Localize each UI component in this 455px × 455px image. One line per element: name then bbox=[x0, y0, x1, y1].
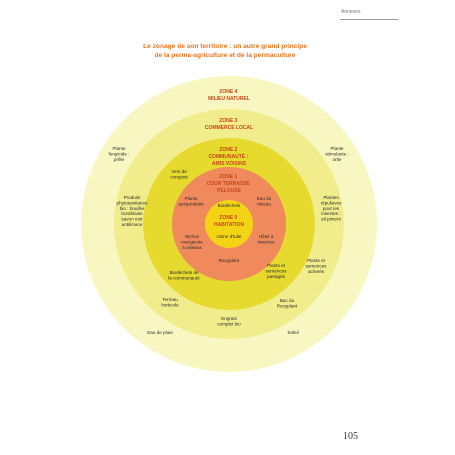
label-line: la communauté bbox=[168, 275, 200, 280]
label-line: complet bio bbox=[217, 321, 241, 326]
label-line: Biodéchets de bbox=[169, 270, 199, 275]
label-line: bordelaise bbox=[121, 211, 143, 216]
label-line: Plante bbox=[330, 146, 343, 151]
zone-0-label: ZONE 0 HABITATION bbox=[214, 215, 244, 228]
label-line: Engrais bbox=[221, 316, 237, 321]
label-line: stimulante : bbox=[325, 151, 349, 156]
zone-1-label: ZONE 1 COUR TERRASSE PELOUSE bbox=[207, 174, 252, 194]
label-soleil: Soleil bbox=[287, 330, 298, 335]
label-line: insectes : bbox=[321, 211, 340, 216]
label-line: pour les bbox=[323, 206, 340, 211]
label-line: fongicide : bbox=[109, 151, 130, 156]
zone-3-label: ZONE 3 COMMERCE LOCAL bbox=[205, 118, 253, 131]
label-line: Nichoir bbox=[185, 234, 200, 239]
label-line: autoproduits bbox=[178, 201, 204, 206]
label-line: Recyplant bbox=[277, 303, 298, 308]
label-line: Biodéchets bbox=[218, 203, 241, 208]
label-line: Soleil bbox=[287, 330, 298, 335]
label-line: Eau du bbox=[257, 196, 272, 201]
label-line: ortie bbox=[333, 157, 342, 162]
label-line: prêle bbox=[114, 157, 125, 162]
label-line: partagés bbox=[267, 274, 286, 279]
page-number: 105 bbox=[343, 431, 358, 442]
label-usine-dtuile: Usine d'tuile bbox=[217, 234, 242, 239]
zone-0-circle bbox=[205, 200, 253, 248]
zone-4-label: ZONE 4 MILIEU NATUREL bbox=[208, 89, 250, 102]
label-line: Plantes bbox=[323, 195, 339, 200]
label-line: Hôtel à bbox=[259, 234, 274, 239]
label-line: Eau de pluie bbox=[147, 330, 173, 335]
label-line: phytosanitaires bbox=[117, 200, 149, 205]
label-line: à oiseaux bbox=[182, 245, 202, 250]
label-line: ail piment bbox=[321, 217, 341, 222]
header-rule bbox=[340, 19, 398, 20]
label-line: Bac du bbox=[280, 298, 295, 303]
label-line: Terreau bbox=[162, 297, 178, 302]
label-line: semences bbox=[306, 263, 328, 268]
label-line: Plante bbox=[112, 146, 125, 151]
figure-title-line-2: de la perma-agriculture et de la permacu… bbox=[154, 52, 296, 59]
figure-title: Le zonage de son territoire : un autre g… bbox=[100, 42, 350, 60]
label-line: bio : bouillie bbox=[120, 206, 145, 211]
label-recyplant: Recyplant bbox=[219, 258, 240, 263]
label-line: répulsives bbox=[321, 200, 342, 205]
label-eau-pluie: Eau de pluie bbox=[147, 330, 173, 335]
zone-2-label: ZONE 2 COMMUNAUTÉ : AMIS VOISINS bbox=[208, 147, 249, 167]
label-line: mangeoire bbox=[181, 239, 203, 244]
figure-title-line-1: Le zonage de son territoire : un autre g… bbox=[143, 43, 307, 50]
label-line: Plants bbox=[185, 196, 198, 201]
label-line: Produits bbox=[124, 195, 142, 200]
running-header: Annexes bbox=[341, 9, 361, 15]
label-line: antilimace bbox=[122, 222, 143, 227]
label-line: réseau bbox=[257, 201, 271, 206]
label-line: achetés bbox=[308, 269, 325, 274]
label-line: savon noir bbox=[121, 217, 143, 222]
label-line: horticole bbox=[161, 302, 179, 307]
label-line: Recyplant bbox=[219, 258, 240, 263]
label-line: compost bbox=[170, 174, 188, 179]
label-line: Usine d'tuile bbox=[217, 234, 242, 239]
label-line: Plants et bbox=[267, 263, 286, 268]
label-line: Plants et bbox=[307, 258, 326, 263]
label-biodechets: Biodéchets bbox=[218, 203, 241, 208]
label-line: semences bbox=[266, 268, 288, 273]
label-line: insectes bbox=[258, 239, 276, 244]
label-line: Vers de bbox=[171, 169, 187, 174]
